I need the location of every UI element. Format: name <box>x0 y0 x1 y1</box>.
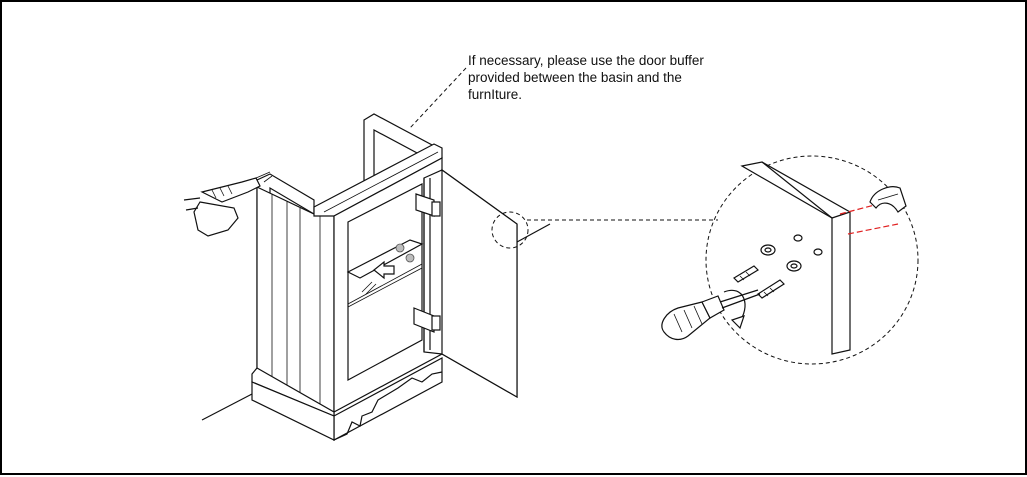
instruction-line-1: If necessary, please use the door buffer <box>468 53 704 68</box>
floor-lines <box>201 223 551 421</box>
screwdriver-icon <box>661 289 761 341</box>
detail-callout-large <box>705 155 919 365</box>
push-arrow-icon <box>373 260 395 280</box>
fixing-holes <box>760 234 823 272</box>
instruction-line-2: provided between the basin and the <box>468 70 682 85</box>
rotation-arrow-icon <box>723 289 746 330</box>
note-leader-line <box>409 67 467 129</box>
drill-icon <box>183 171 273 237</box>
detail-callout-small <box>491 211 529 249</box>
detail-panel <box>740 161 851 355</box>
vanity-cabinet <box>251 113 443 442</box>
shelf-fittings <box>395 243 415 263</box>
screws <box>733 265 785 299</box>
door-buffer-icon <box>869 186 907 213</box>
hinge-icon <box>413 193 441 333</box>
instruction-note: If necessary, please use the door buffer… <box>468 52 768 103</box>
instruction-line-3: furnIture. <box>468 87 523 102</box>
